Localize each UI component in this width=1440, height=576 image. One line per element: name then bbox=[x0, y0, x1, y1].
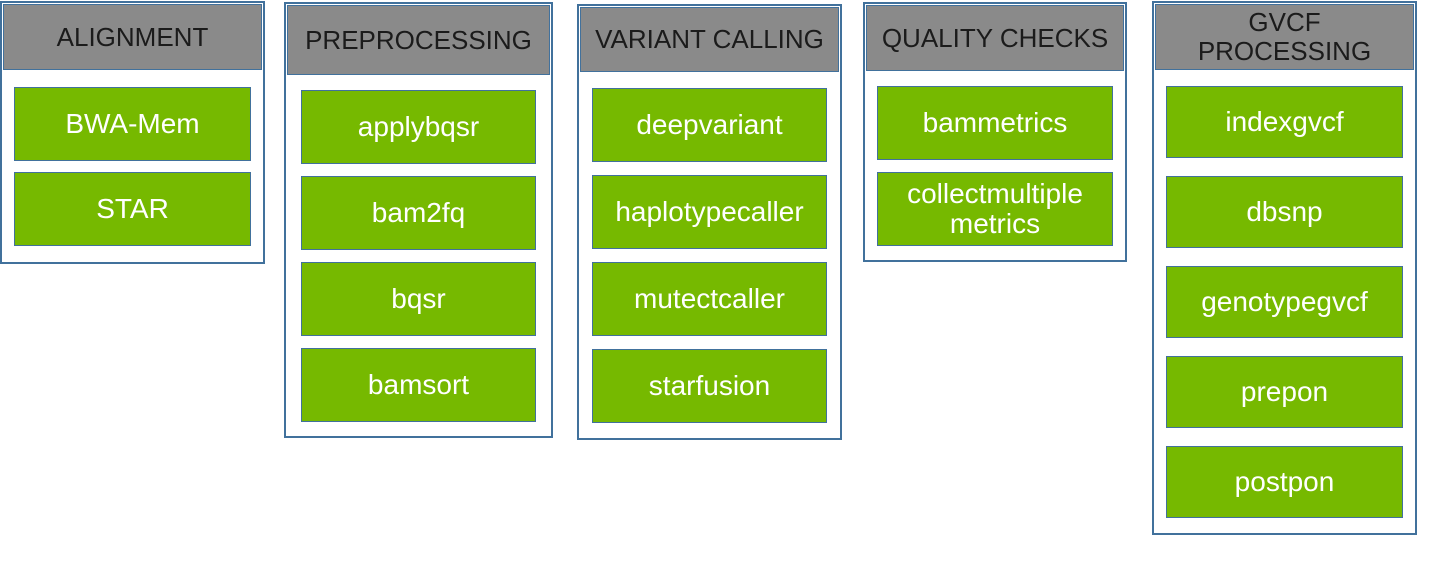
button-deepvariant[interactable]: deepvariant bbox=[592, 88, 827, 162]
column-body-preprocessing: applybqsr bam2fq bqsr bamsort bbox=[286, 76, 551, 436]
button-dbsnp[interactable]: dbsnp bbox=[1166, 176, 1403, 248]
column-header-variant-calling: VARIANT CALLING bbox=[580, 7, 839, 72]
button-bqsr[interactable]: bqsr bbox=[301, 262, 536, 336]
column-alignment: ALIGNMENT BWA-Mem STAR bbox=[0, 1, 265, 264]
column-title: VARIANT CALLING bbox=[595, 24, 824, 55]
button-genotypegvcf[interactable]: genotypegvcf bbox=[1166, 266, 1403, 338]
button-prepon[interactable]: prepon bbox=[1166, 356, 1403, 428]
button-haplotypecaller[interactable]: haplotypecaller bbox=[592, 175, 827, 249]
column-title: QUALITY CHECKS bbox=[881, 22, 1109, 53]
column-header-quality-checks: QUALITY CHECKS bbox=[866, 5, 1124, 71]
column-title: ALIGNMENT bbox=[56, 21, 209, 52]
column-preprocessing: PREPROCESSING applybqsr bam2fq bqsr bams… bbox=[284, 2, 553, 438]
column-body-gvcf-processing: indexgvcf dbsnp genotypegvcf prepon post… bbox=[1154, 71, 1415, 533]
button-postpon[interactable]: postpon bbox=[1166, 446, 1403, 518]
button-bam2fq[interactable]: bam2fq bbox=[301, 176, 536, 250]
button-indexgvcf[interactable]: indexgvcf bbox=[1166, 86, 1403, 158]
column-title: GVCF PROCESSING bbox=[1197, 7, 1372, 66]
column-gvcf-processing: GVCF PROCESSING indexgvcf dbsnp genotype… bbox=[1152, 1, 1417, 535]
column-body-variant-calling: deepvariant haplotypecaller mutectcaller… bbox=[579, 73, 840, 438]
button-bwa-mem[interactable]: BWA-Mem bbox=[14, 87, 251, 161]
button-bammetrics[interactable]: bammetrics bbox=[877, 86, 1113, 160]
column-header-gvcf-processing: GVCF PROCESSING bbox=[1155, 4, 1414, 70]
button-mutectcaller[interactable]: mutectcaller bbox=[592, 262, 827, 336]
column-title: PREPROCESSING bbox=[305, 24, 532, 55]
button-bamsort[interactable]: bamsort bbox=[301, 348, 536, 422]
button-starfusion[interactable]: starfusion bbox=[592, 349, 827, 423]
column-body-alignment: BWA-Mem STAR bbox=[2, 71, 263, 262]
button-collectmultiplemetrics[interactable]: collectmultiple metrics bbox=[877, 172, 1113, 246]
column-quality-checks: QUALITY CHECKS bammetrics collectmultipl… bbox=[863, 2, 1127, 262]
column-body-quality-checks: bammetrics collectmultiple metrics bbox=[865, 72, 1125, 260]
button-applybqsr[interactable]: applybqsr bbox=[301, 90, 536, 164]
column-variant-calling: VARIANT CALLING deepvariant haplotypecal… bbox=[577, 4, 842, 440]
button-star[interactable]: STAR bbox=[14, 172, 251, 246]
column-header-alignment: ALIGNMENT bbox=[3, 4, 262, 70]
column-header-preprocessing: PREPROCESSING bbox=[287, 5, 550, 75]
